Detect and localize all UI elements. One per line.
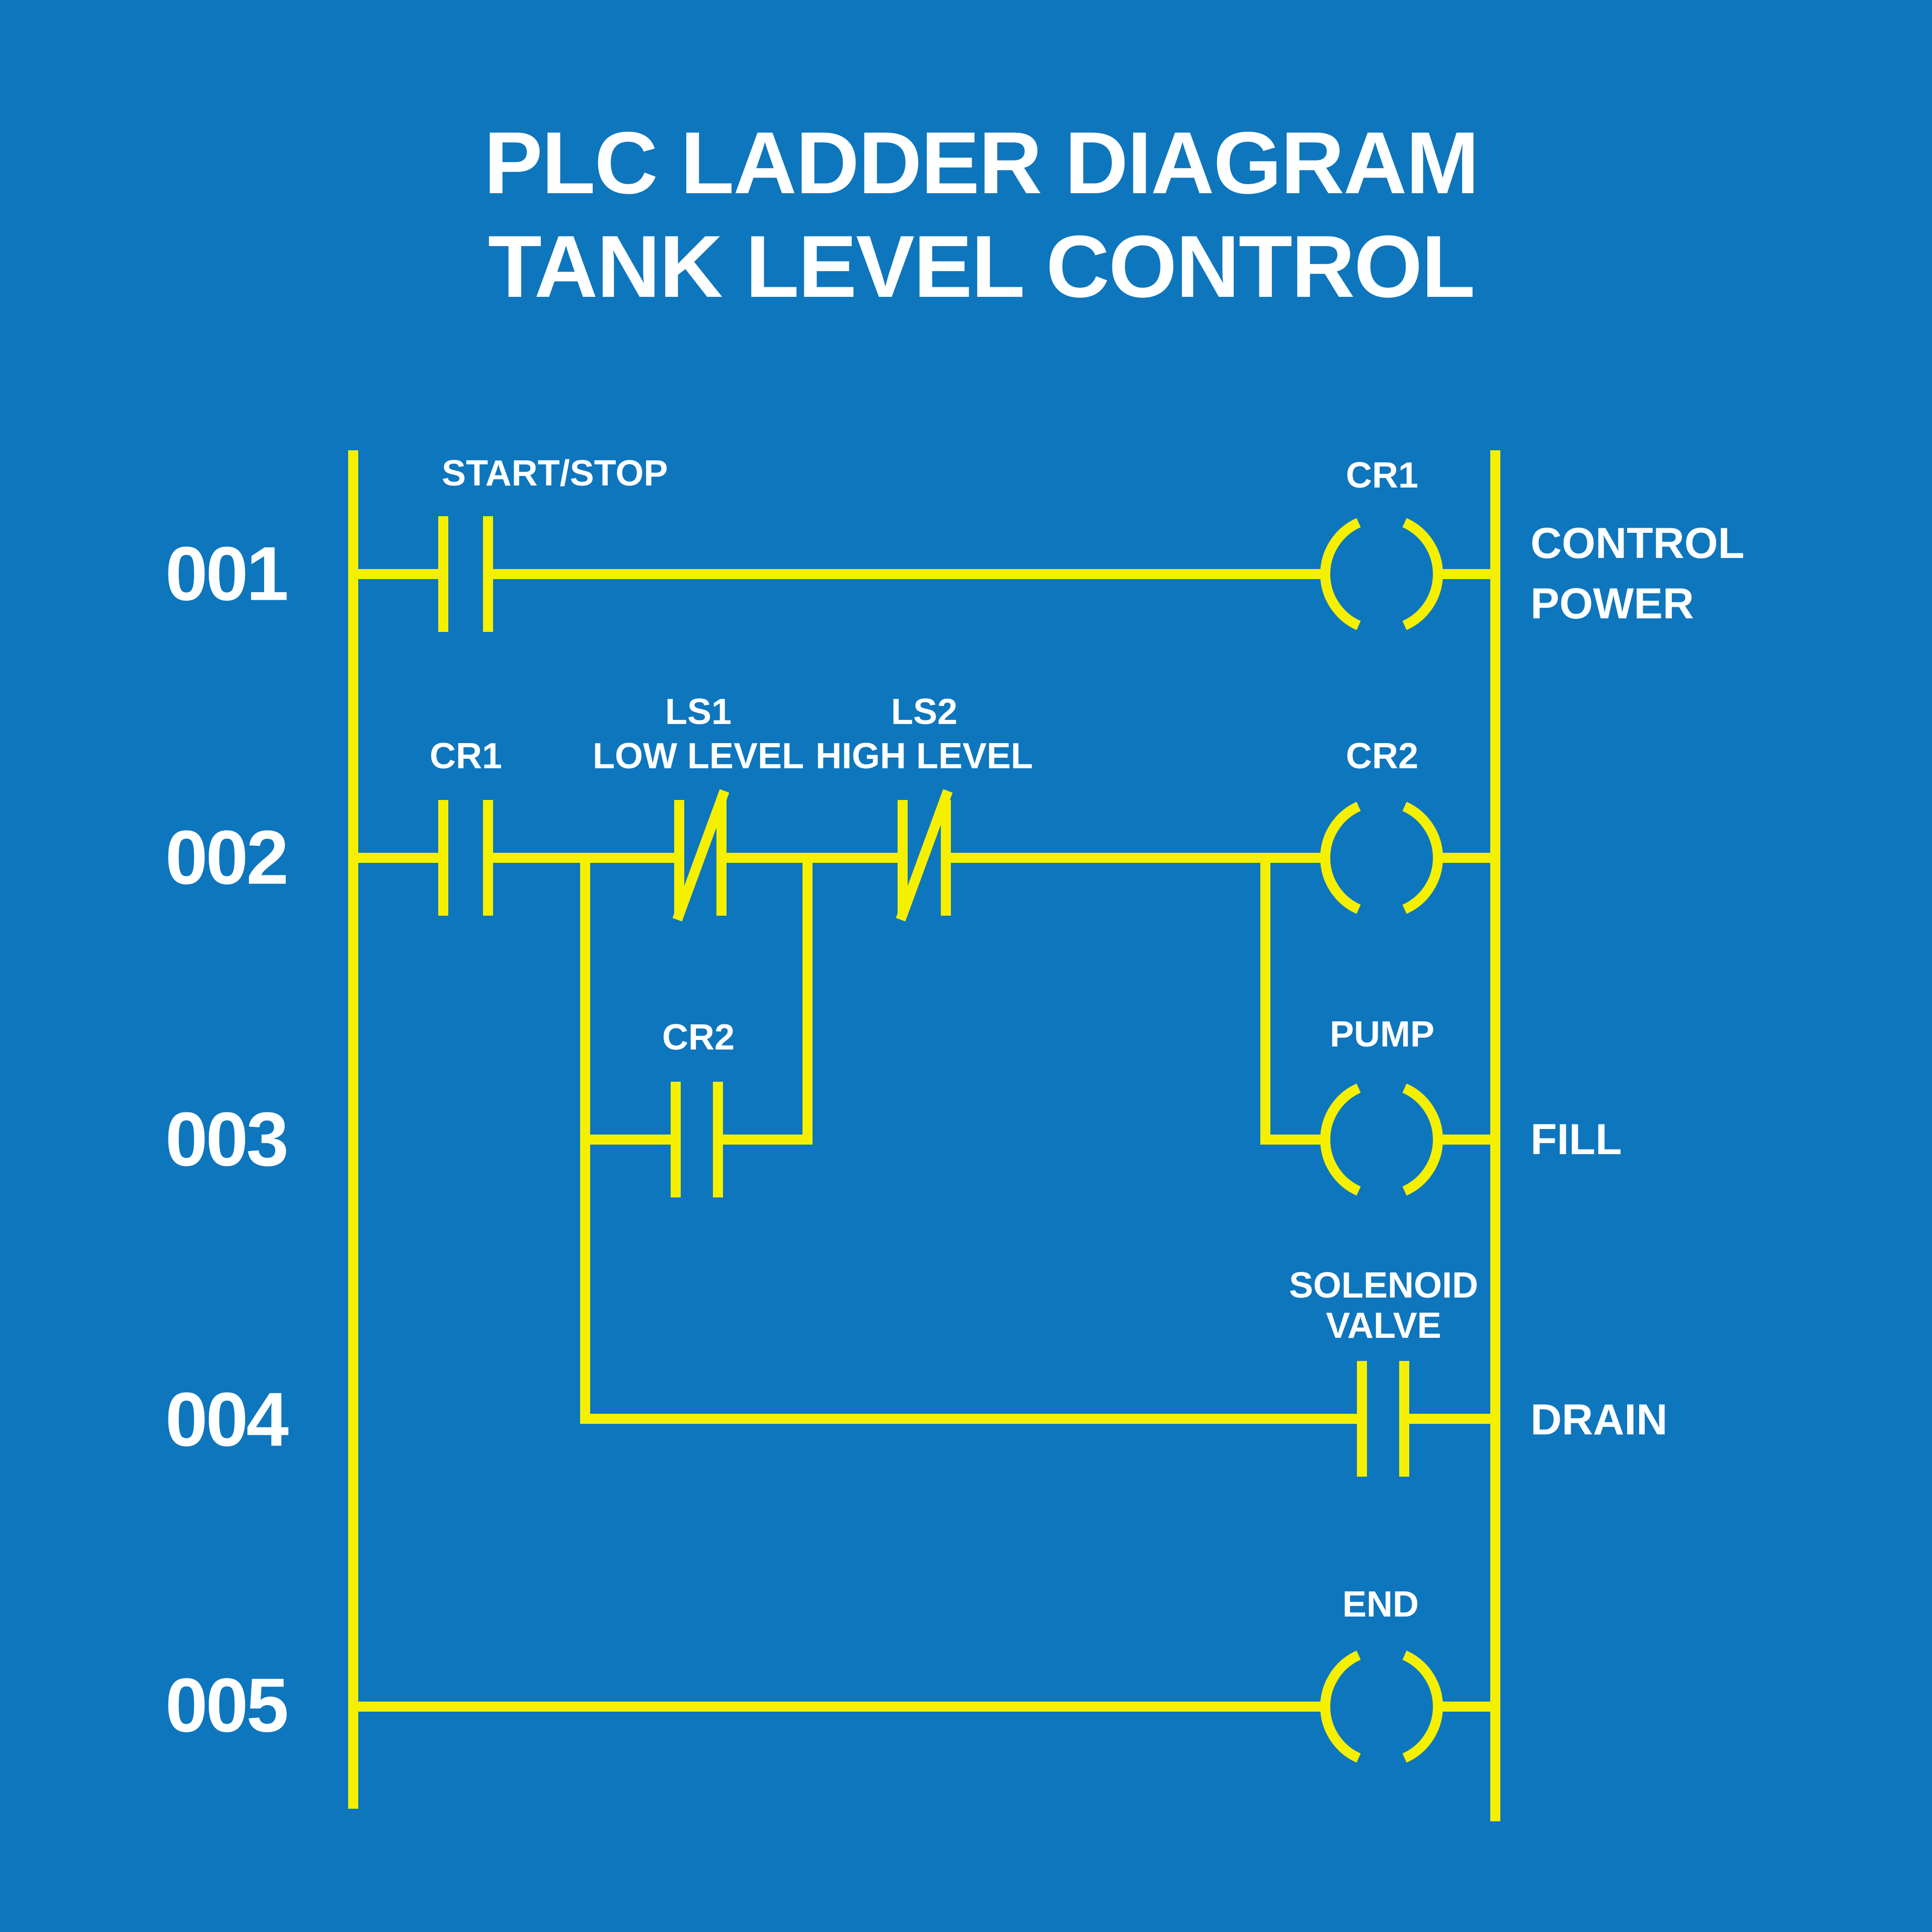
- page-title: PLC LADDER DIAGRAM TANK LEVEL CONTROL: [484, 112, 1479, 319]
- rung-001: [353, 516, 1495, 632]
- rung-004: [580, 1361, 1495, 1477]
- label-control-power: CONTROL POWER: [1531, 513, 1744, 634]
- label-coil-cr2: CR2: [1345, 736, 1419, 776]
- coil-arc-left: [1320, 518, 1361, 630]
- label-high-level: HIGH LEVEL: [815, 736, 1033, 776]
- rung-003: [580, 1082, 1495, 1197]
- label-power: POWER: [1531, 580, 1694, 628]
- nc-slash: [672, 789, 730, 922]
- page-title-line1: PLC LADDER DIAGRAM: [484, 114, 1479, 212]
- rung-number-005: 005: [165, 1662, 289, 1748]
- coil-arc-right: [1402, 1650, 1443, 1763]
- coil-pump: [1320, 1083, 1443, 1196]
- coil-arc-left: [1320, 1650, 1361, 1763]
- label-start-stop: START/STOP: [442, 453, 668, 494]
- nc-contact-ls2: [896, 789, 953, 922]
- label-ls1: LS1: [665, 692, 732, 732]
- no-contact-cr2: [671, 1082, 723, 1197]
- rung-005: [353, 1650, 1495, 1763]
- label-drain: DRAIN: [1531, 1396, 1668, 1444]
- label-low-level: LOW LEVEL: [593, 736, 804, 776]
- coil-cr1: [1320, 518, 1443, 630]
- label-pump: PUMP: [1329, 1014, 1435, 1055]
- label-coil-cr1: CR1: [1345, 455, 1419, 496]
- no-contact-cr1: [438, 800, 493, 916]
- label-fill: FILL: [1531, 1115, 1622, 1164]
- coil-arc-right: [1402, 518, 1443, 630]
- coil-arc-left: [1320, 801, 1361, 914]
- no-contact-start-stop: [438, 516, 493, 632]
- coil-cr2: [1320, 801, 1443, 914]
- label-contact-cr1: CR1: [429, 736, 503, 776]
- label-solenoid: SOLENOID: [1289, 1265, 1479, 1306]
- nc-contact-ls1: [672, 789, 730, 922]
- nc-slash: [896, 789, 953, 922]
- label-end: END: [1342, 1584, 1419, 1625]
- rung-002: [353, 789, 1495, 922]
- label-ls2: LS2: [891, 692, 958, 732]
- rung-number-001: 001: [165, 531, 289, 617]
- label-valve: VALVE: [1326, 1306, 1441, 1346]
- coil-arc-left: [1320, 1083, 1361, 1196]
- rung-number-004: 004: [165, 1377, 289, 1463]
- coil-end: [1320, 1650, 1443, 1763]
- no-contact-solenoid-valve: [1357, 1361, 1409, 1477]
- branch-wires: [580, 858, 1270, 1419]
- label-contact-cr2: CR2: [662, 1017, 735, 1058]
- coil-arc-right: [1402, 1083, 1443, 1196]
- coil-arc-right: [1402, 801, 1443, 914]
- rung-number-002: 002: [165, 815, 289, 901]
- page-title-line2: TANK LEVEL CONTROL: [488, 218, 1475, 316]
- label-control: CONTROL: [1531, 519, 1745, 568]
- rung-number-003: 003: [165, 1096, 289, 1182]
